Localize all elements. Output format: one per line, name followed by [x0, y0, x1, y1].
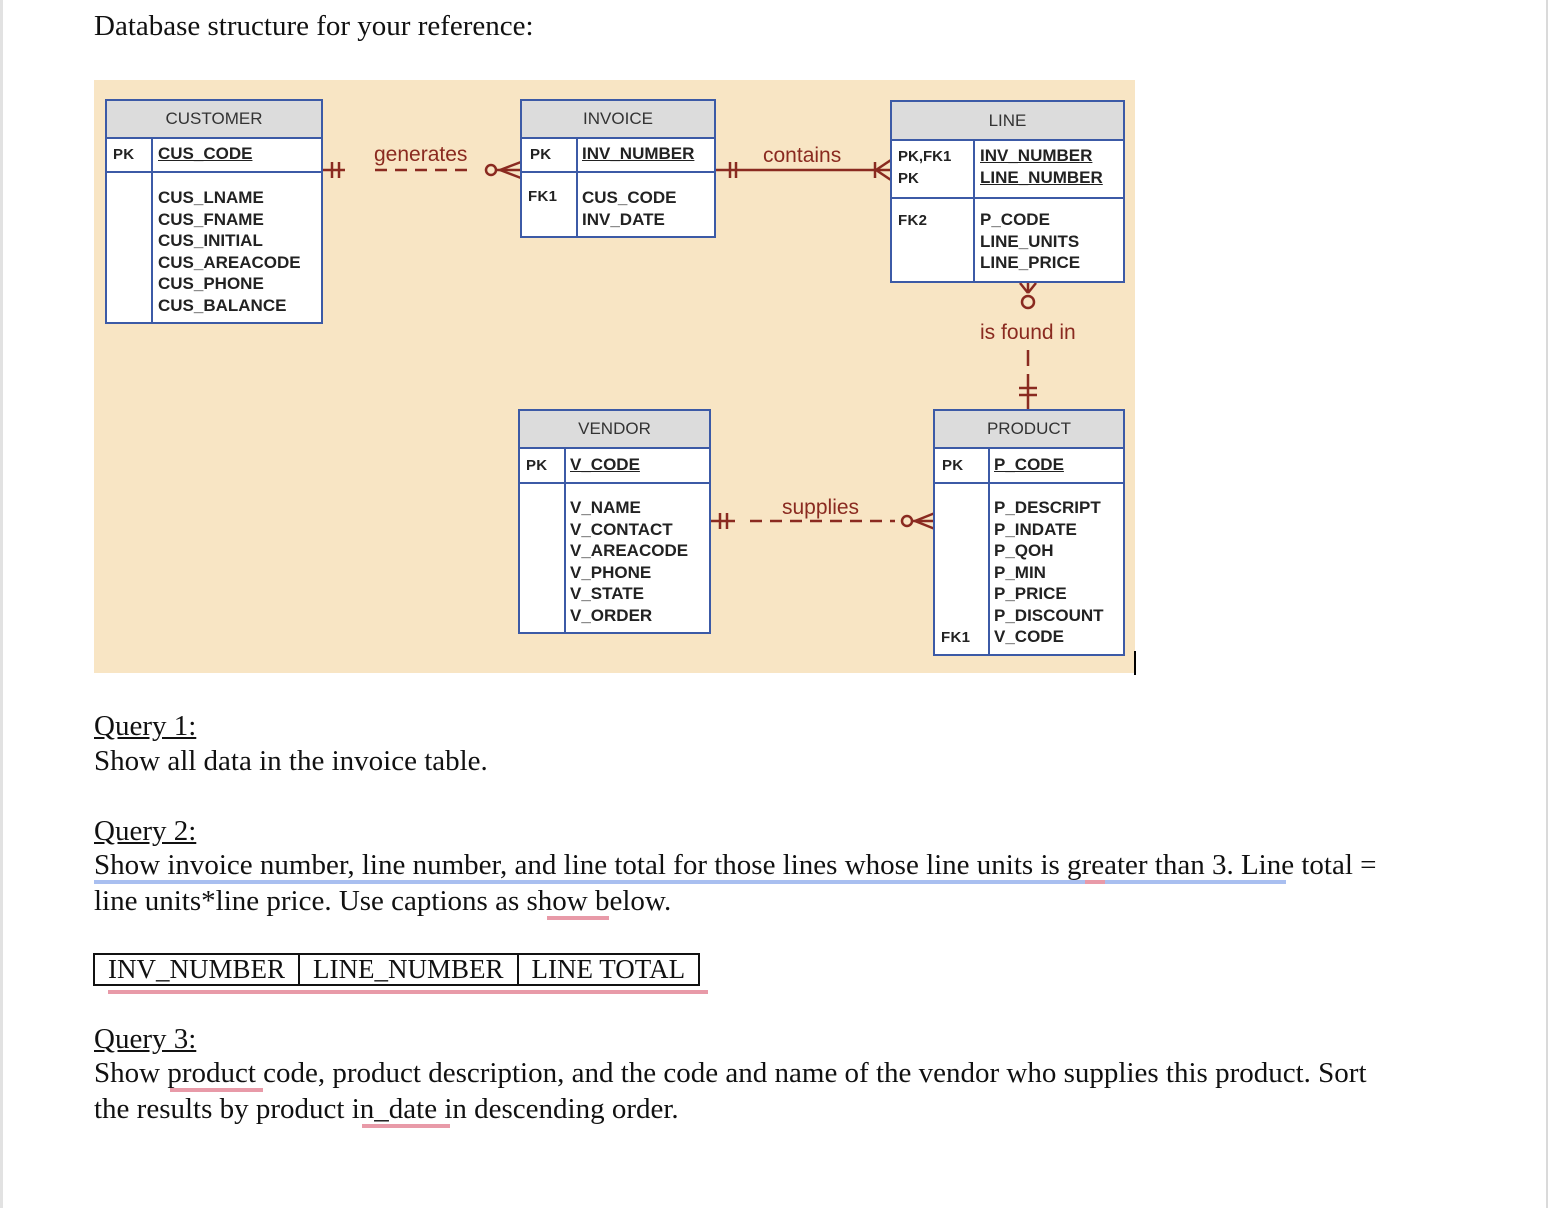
row-divider [520, 482, 709, 484]
column-divider [564, 447, 566, 632]
primary-key: INV_NUMBER [582, 144, 695, 163]
query-2-title: Query 2: [94, 815, 197, 847]
column-divider [576, 137, 578, 236]
entity-vendor: VENDOR PK V_CODE V_NAME V_CONTACT V_AREA… [518, 409, 711, 634]
fk-label: FK2 [898, 212, 928, 229]
text-cursor [1134, 651, 1136, 675]
relationship-label-generates: generates [374, 143, 468, 166]
row-divider [107, 171, 321, 173]
row-divider [522, 171, 714, 173]
primary-key: V_CODE [570, 455, 640, 474]
relationship-label-contains: contains [763, 144, 842, 167]
page-edge [1546, 0, 1548, 1208]
entity-invoice: INVOICE PK INV_NUMBER FK1 CUS_CODE INV_D… [520, 99, 716, 238]
attribute-list: CUS_CODE INV_DATE [582, 188, 677, 229]
spelling-underline [108, 990, 708, 994]
pk-label: PK [530, 146, 552, 163]
primary-key: P_CODE [994, 455, 1064, 474]
pk-label: PK [113, 146, 135, 163]
query-1-title: Query 1: [94, 710, 197, 742]
caption-table: INV_NUMBER LINE_NUMBER LINE TOTAL [92, 953, 701, 986]
primary-key: INV_NUMBER LINE_NUMBER [980, 146, 1103, 187]
primary-key: CUS_CODE [158, 144, 253, 163]
row-divider [935, 482, 1123, 484]
attribute-list: P_DESCRIPT P_INDATE P_QOH P_MIN P_PRICE … [994, 498, 1104, 646]
column-divider [988, 447, 990, 654]
query-3-text-line2: the results by product in_date in descen… [94, 1093, 679, 1125]
pk-label: PK,FK1 PK [898, 148, 952, 187]
column-divider [151, 137, 153, 322]
fk-label: FK1 [941, 629, 971, 646]
entity-name: CUSTOMER [107, 101, 321, 139]
query-3-title: Query 3: [94, 1023, 197, 1055]
attribute-list: P_CODE LINE_UNITS LINE_PRICE [980, 210, 1081, 272]
entity-name: LINE [892, 102, 1123, 141]
pk-label: PK [942, 457, 964, 474]
spelling-underline [362, 1124, 450, 1128]
query-3-text-line1: Show product code, product description, … [94, 1057, 1367, 1089]
query-2-text-line2: line units*line price. Use captions as s… [94, 885, 672, 917]
row-divider [892, 197, 1123, 199]
attribute-list: V_NAME V_CONTACT V_AREACODE V_PHONE V_ST… [570, 498, 689, 625]
spelling-underline [170, 1088, 263, 1092]
relationship-label-is-found-in: is found in [980, 321, 1076, 344]
entity-customer: CUSTOMER PK CUS_CODE CUS_LNAME CUS_FNAME… [105, 99, 323, 324]
spelling-underline [1085, 880, 1105, 884]
column-divider [973, 139, 975, 281]
relationship-label-supplies: supplies [782, 496, 860, 519]
query-1-text: Show all data in the invoice table. [94, 745, 488, 777]
page-edge [0, 0, 3, 1208]
grammar-underline [94, 880, 1286, 884]
fk-label: FK1 [528, 188, 558, 205]
spelling-underline [547, 916, 609, 920]
pk-label: PK [526, 457, 548, 474]
attribute-list: CUS_LNAME CUS_FNAME CUS_INITIAL CUS_AREA… [158, 188, 301, 315]
entity-line: LINE PK,FK1 PK INV_NUMBER LINE_NUMBER FK… [890, 100, 1125, 283]
entity-name: VENDOR [520, 411, 709, 449]
document-heading: Database structure for your reference: [94, 10, 534, 42]
query-2-text-line1: Show invoice number, line number, and li… [94, 849, 1377, 881]
caption-cell: LINE TOTAL [516, 953, 701, 986]
caption-cell: LINE_NUMBER [298, 953, 519, 986]
caption-cell: INV_NUMBER [92, 953, 301, 986]
entity-product: PRODUCT PK P_CODE FK1 P_DESCRIPT P_INDAT… [933, 409, 1125, 656]
entity-name: PRODUCT [935, 411, 1123, 449]
entity-name: INVOICE [522, 101, 714, 139]
